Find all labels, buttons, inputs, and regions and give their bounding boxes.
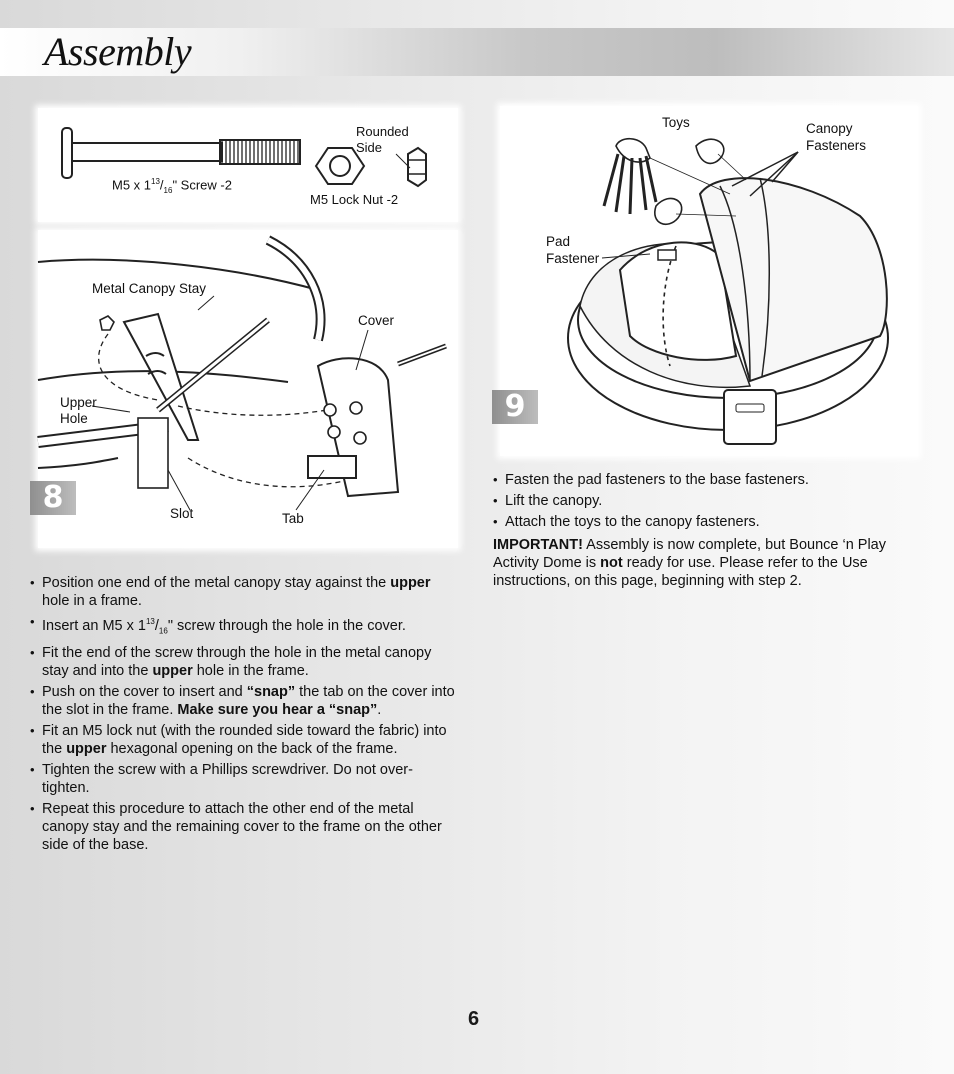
screw-illustration — [61, 127, 301, 179]
pad-fastener-label: Pad Fastener — [546, 234, 600, 266]
list-item: Insert an M5 x 113/16" screw through the… — [30, 613, 458, 641]
step-9-panel: Toys Canopy Fasteners Pad Fastener — [500, 106, 918, 456]
page-title: Assembly — [44, 29, 192, 74]
parts-panel: M5 x 113/16" Screw -2 Rounded Side M5 Lo… — [38, 108, 458, 222]
metal-canopy-stay-label: Metal Canopy Stay — [92, 281, 207, 296]
header-bar: Assembly — [0, 28, 954, 76]
list-item: Fit an M5 lock nut (with the rounded sid… — [30, 722, 458, 758]
upper-hole-label: Upper Hole — [60, 395, 97, 426]
list-item: Push on the cover to insert and “snap” t… — [30, 683, 458, 719]
step-8-instructions: Position one end of the metal canopy sta… — [30, 574, 458, 857]
lock-nut-label: M5 Lock Nut -2 — [310, 192, 399, 207]
step-9-illustration — [567, 137, 889, 445]
cover-label: Cover — [358, 313, 395, 328]
canopy-fasteners-label: Canopy Fasteners — [806, 121, 867, 153]
toys-label: Toys — [662, 115, 690, 130]
lock-nut-icon — [314, 146, 427, 188]
list-item: Fasten the pad fasteners to the base fas… — [493, 471, 913, 489]
list-item: Lift the canopy. — [493, 492, 913, 510]
tab-label: Tab — [282, 511, 304, 526]
step-9-instructions: Fasten the pad fasteners to the base fas… — [493, 471, 913, 534]
step-8-badge: 8 — [30, 481, 76, 515]
step-8-illustration — [37, 235, 447, 511]
list-item: Tighten the screw with a Phillips screwd… — [30, 761, 458, 797]
page-number: 6 — [468, 1008, 480, 1030]
list-item: Position one end of the metal canopy sta… — [30, 574, 458, 610]
important-note: IMPORTANT! Assembly is now complete, but… — [493, 537, 886, 589]
slot-label: Slot — [170, 506, 194, 521]
step-8-panel: Metal Canopy Stay Cover Upper Hole Slot … — [37, 230, 458, 548]
list-item: Fit the end of the screw through the hol… — [30, 644, 458, 680]
step-9-badge: 9 — [492, 390, 538, 424]
rounded-side-label: Rounded Side — [356, 124, 409, 155]
list-item: Repeat this procedure to attach the othe… — [30, 800, 458, 854]
list-item: Attach the toys to the canopy fasteners. — [493, 513, 913, 531]
screw-label: M5 x 113/16" Screw -2 — [112, 177, 232, 195]
